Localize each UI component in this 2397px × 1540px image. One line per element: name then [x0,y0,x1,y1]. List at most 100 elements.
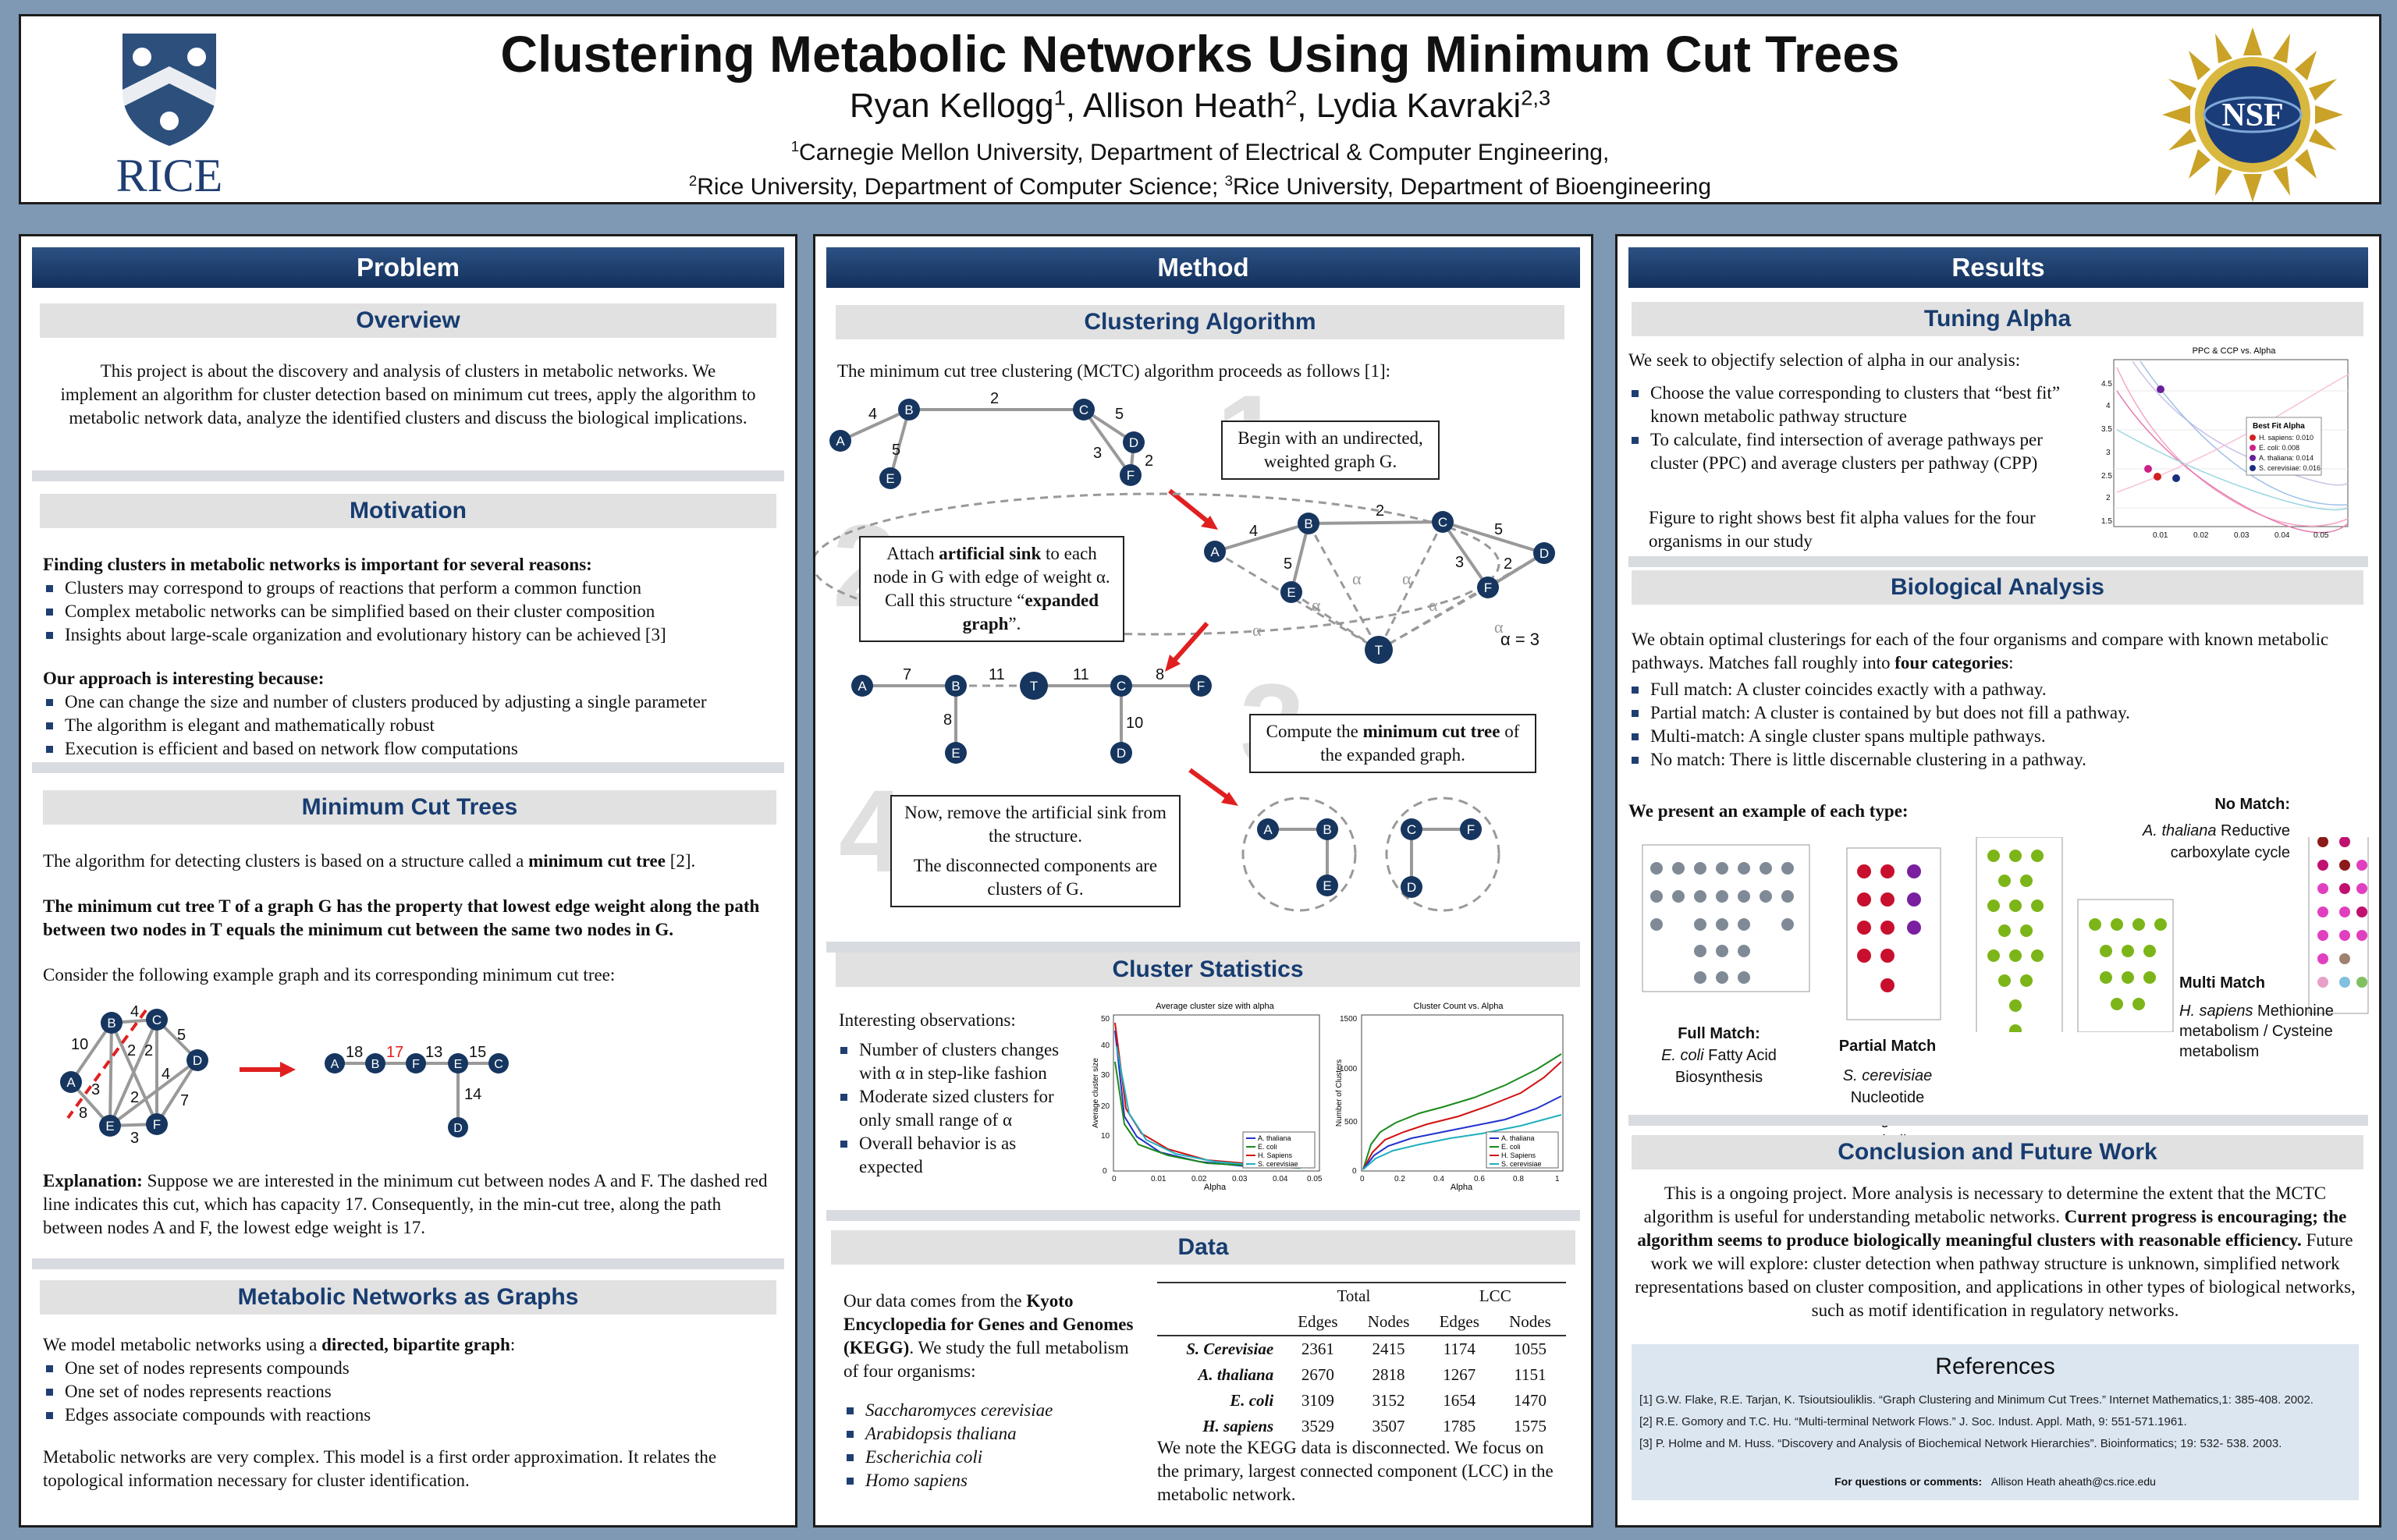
tuning-item: To calculate, find intersection of avera… [1628,428,2065,475]
svg-text:F: F [153,1117,161,1132]
value-cell: 1267 [1443,1365,1476,1384]
svg-text:8: 8 [1156,666,1164,683]
approach-item: Execution is efficient and based on netw… [43,737,779,761]
svg-text:C: C [152,1013,162,1027]
svg-text:B: B [1323,822,1331,837]
value-cell: 1055 [1513,1340,1547,1358]
svg-text:A: A [1210,545,1220,559]
value-cell: 1470 [1513,1391,1547,1410]
chart-ppc-ccp: PPC & CCP vs. Alpha 4.543.53 2.521.5 0.0… [2101,346,2350,540]
svg-text:A: A [66,1075,76,1090]
svg-text:5: 5 [1115,406,1124,423]
svg-text:11: 11 [1073,666,1089,683]
bio-list: Full match: A cluster coincides exactly … [1628,678,2360,772]
svg-text:2: 2 [990,390,999,407]
svg-text:T: T [1030,679,1038,694]
value-cell: 2361 [1301,1340,1334,1358]
svg-text:0.02: 0.02 [2193,531,2209,540]
section-divider [32,1258,784,1269]
tuning-list: Choose the value corresponding to cluste… [1628,381,2065,475]
conclusion-heading: Conclusion and Future Work [1632,1135,2363,1169]
graph-model-item: One set of nodes represents compounds [43,1357,779,1380]
svg-text:40: 40 [1101,1041,1110,1050]
svg-text:C: C [1438,515,1447,530]
svg-text:E: E [1323,878,1331,893]
svg-text:α: α [1429,595,1438,615]
value-cell: 1654 [1443,1391,1476,1410]
svg-text:C: C [494,1058,503,1071]
svg-text:1.5: 1.5 [2101,517,2112,526]
svg-text:C: C [1117,679,1126,694]
svg-text:Average cluster size: Average cluster size [1092,1058,1100,1128]
svg-text:0.01: 0.01 [2153,531,2168,540]
step-2-box: Attach artificial sink to each node in G… [859,536,1124,642]
svg-text:α: α [1494,617,1504,637]
method-column: Method Clustering Algorithm The minimum … [813,234,1593,1528]
svg-text:D: D [1539,546,1549,561]
contact-line: For questions or comments: Allison Heath… [1834,1475,2156,1488]
svg-text:F: F [1197,679,1205,694]
svg-text:T: T [1375,643,1383,658]
svg-text:0.4: 0.4 [1433,1175,1444,1183]
svg-text:A: A [331,1058,339,1071]
svg-text:2: 2 [1376,502,1384,520]
section-divider [826,942,1580,953]
step-4-box: Now, remove the artificial sink from the… [890,795,1181,907]
svg-text:Number of Clusters: Number of Clusters [1335,1059,1344,1127]
organism-cell: E. coli [1230,1391,1274,1410]
svg-text:NSF: NSF [2221,98,2283,133]
svg-text:0.05: 0.05 [2314,531,2329,540]
motivation-reason-item: Clusters may correspond to groups of rea… [43,577,779,600]
svg-text:D: D [1407,880,1416,895]
graph-model-item: One set of nodes represents reactions [43,1380,779,1403]
svg-text:C: C [1079,403,1088,417]
svg-text:1000: 1000 [1340,1065,1358,1073]
svg-text:50: 50 [1101,1015,1110,1024]
svg-text:2: 2 [130,1089,139,1106]
reference-2: [2] R.E. Gomory and T.C. Hu. “Multi-term… [1639,1415,2187,1428]
svg-text:F: F [1127,468,1135,483]
svg-text:5: 5 [1284,555,1292,573]
svg-text:RICE: RICE [116,150,223,197]
svg-text:0.03: 0.03 [1232,1175,1248,1183]
reference-3: [3] P. Holme and M. Huss. “Discovery and… [1639,1437,2282,1450]
clustering-heading: Clustering Algorithm [836,305,1564,339]
step-3-box: Compute the minimum cut tree of the expa… [1249,714,1536,773]
svg-text:0.03: 0.03 [2234,531,2250,540]
match-category-item: Full match: A cluster coincides exactly … [1628,678,2360,701]
svg-text:Alpha: Alpha [1204,1183,1227,1192]
svg-text:α: α [1312,595,1321,615]
chart-avg-cluster-size: Average cluster size with alpha Average … [1092,1002,1323,1192]
svg-text:0.01: 0.01 [1151,1175,1167,1183]
svg-text:E. coli: E. coli [1501,1143,1521,1151]
svg-text:13: 13 [425,1044,442,1061]
svg-text:11: 11 [989,666,1005,683]
svg-text:5: 5 [177,1027,186,1044]
svg-text:E: E [454,1058,463,1071]
svg-text:B: B [1304,516,1312,531]
svg-text:500: 500 [1344,1118,1358,1127]
rice-logo: RICE [116,34,223,197]
pathway-examples [1642,837,2369,1032]
organism-item: Saccharomyces cerevisiae [843,1399,1140,1422]
observation-item: Number of clusters changes with α in ste… [837,1038,1079,1085]
svg-text:α: α [1252,620,1262,640]
svg-text:4: 4 [162,1066,170,1083]
svg-text:4: 4 [2106,402,2111,410]
mct-explanation: Explanation: Suppose we are interested i… [43,1171,768,1237]
svg-text:D: D [1117,746,1126,761]
observation-item: Overall behavior is as expected [837,1132,1079,1179]
svg-text:S. cerevisiae: S. cerevisiae [1501,1160,1542,1168]
mct-paragraph-2: The minimum cut tree T of a graph G has … [43,896,760,939]
match-category-item: Multi-match: A single cluster spans mult… [1628,725,2360,748]
svg-text:A. thaliana: A. thaliana [1501,1134,1535,1142]
problem-heading: Problem [32,247,784,288]
affiliation-1: 1Carnegie Mellon University, Department … [790,138,1610,165]
value-cell: 1174 [1443,1340,1475,1358]
svg-text:4.5: 4.5 [2101,380,2112,389]
svg-text:4: 4 [868,406,877,423]
svg-text:H. Sapiens: H. Sapiens [1501,1151,1536,1159]
svg-text:2: 2 [144,1042,153,1059]
